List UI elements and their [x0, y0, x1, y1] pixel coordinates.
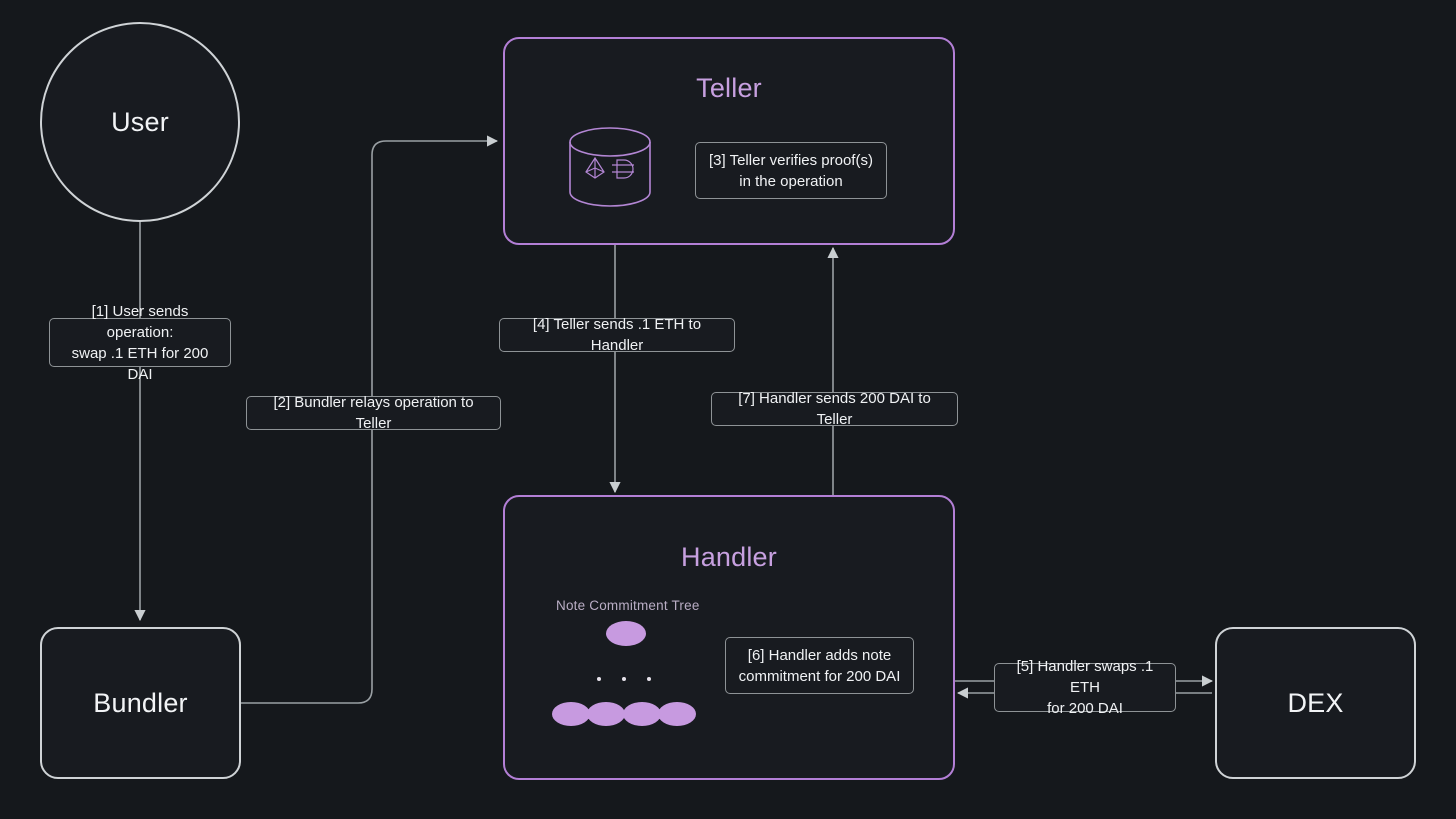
tree-ellipsis-dot — [622, 677, 626, 681]
step-box-5[interactable]: [5] Handler swaps .1 ETH for 200 DAI — [994, 658, 1176, 717]
step-box-6[interactable]: [6] Handler adds note commitment for 200… — [725, 637, 914, 694]
step-box-3[interactable]: [3] Teller verifies proof(s) in the oper… — [695, 142, 887, 199]
ethereum-icon — [585, 156, 605, 179]
step-box-4[interactable]: [4] Teller sends .1 ETH to Handler — [499, 316, 735, 354]
step-box-7[interactable]: [7] Handler sends 200 DAI to Teller — [711, 390, 958, 428]
tree-ellipsis-dot — [647, 677, 651, 681]
tree-caption: Note Commitment Tree — [556, 598, 700, 613]
node-dex[interactable]: DEX — [1215, 627, 1416, 779]
step-box-2[interactable]: [2] Bundler relays operation to Teller — [246, 394, 501, 432]
step-box-1[interactable]: [1] User sends operation: swap .1 ETH fo… — [49, 303, 231, 383]
database-cylinder-icon — [569, 127, 651, 207]
tree-leaf-node — [623, 702, 661, 726]
node-user-label: User — [111, 106, 169, 137]
node-bundler[interactable]: Bundler — [40, 627, 241, 779]
tree-leaf-node — [587, 702, 625, 726]
node-user[interactable]: User — [40, 22, 240, 222]
node-dex-label: DEX — [1287, 687, 1344, 718]
dai-icon — [612, 159, 634, 179]
container-teller-title: Teller — [696, 73, 762, 103]
tree-ellipsis-dot — [597, 677, 601, 681]
tree-leaf-node — [658, 702, 696, 726]
teller-vault — [560, 124, 660, 214]
tree-leaf-node — [552, 702, 590, 726]
container-handler[interactable]: Handler Note Commitment Tree [6] Handler… — [503, 495, 955, 780]
container-teller[interactable]: Teller — [503, 37, 955, 245]
tree-root-node — [606, 621, 646, 646]
node-bundler-label: Bundler — [93, 687, 188, 718]
container-handler-title: Handler — [681, 542, 777, 572]
